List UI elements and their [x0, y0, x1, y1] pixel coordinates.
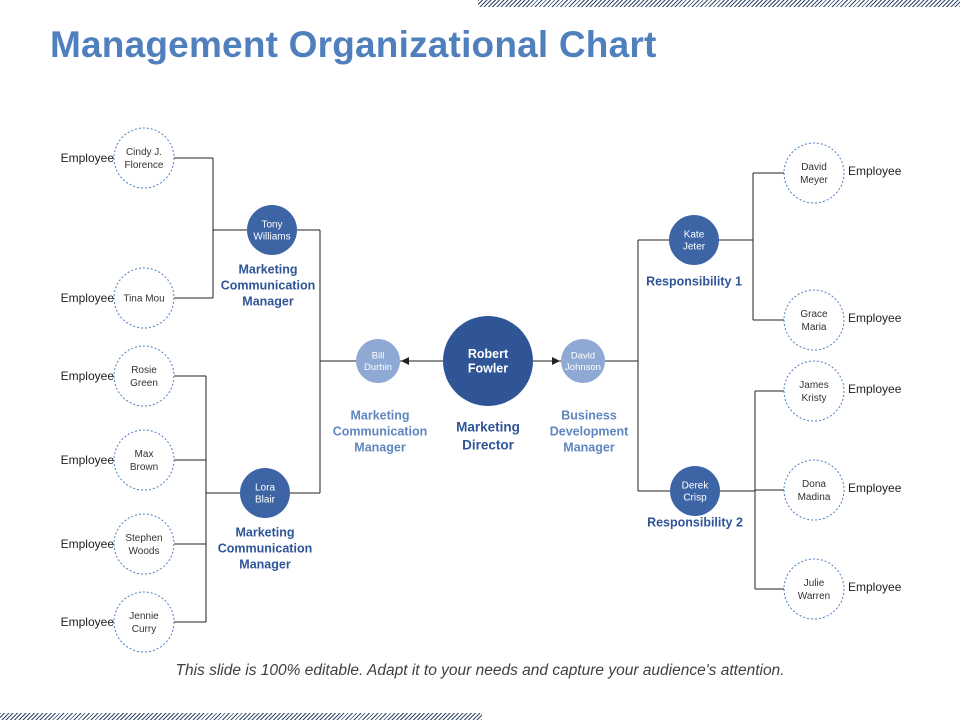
arrow-head: [401, 357, 409, 365]
employee-label: Employee: [848, 311, 902, 325]
second-level-node-circle: [561, 339, 605, 383]
arrow-head: [552, 357, 560, 365]
employee-circle: [783, 142, 845, 204]
second-level-node-circle: [356, 339, 400, 383]
employee-circle: [113, 591, 175, 653]
top-hatch-decoration: [478, 0, 960, 7]
employee-label: Employee: [848, 481, 902, 495]
employee-label: Employee: [848, 580, 902, 594]
employee-circle: [783, 289, 845, 351]
manager-node-circle: [247, 205, 297, 255]
footer-note: This slide is 100% editable. Adapt it to…: [175, 662, 785, 679]
employee-node: Cindy J.Florence: [113, 127, 175, 189]
bottom-hatch-decoration: [0, 713, 482, 720]
employee-node: Tina Mou: [113, 267, 175, 329]
employee-circle: [113, 429, 175, 491]
employee-label: Employee: [61, 615, 115, 629]
employee-label: Employee: [61, 537, 115, 551]
employee-circle: [113, 345, 175, 407]
manager-role: Responsibility 1: [646, 274, 742, 288]
employee-name: Tina Mou: [123, 294, 164, 305]
manager-role: Responsibility 2: [647, 515, 743, 529]
employee-label: Employee: [848, 164, 902, 178]
employee-label: Employee: [848, 382, 902, 396]
employee-label: Employee: [61, 453, 115, 467]
employee-circle: [783, 558, 845, 620]
employee-label: Employee: [61, 151, 115, 165]
employee-circle: [783, 360, 845, 422]
employee-circle: [783, 459, 845, 521]
manager-node-circle: [669, 215, 719, 265]
employee-circle: [113, 513, 175, 575]
employee-name: Cindy J.Florence: [125, 147, 164, 171]
employee-label: Employee: [61, 369, 115, 383]
manager-node-circle: [670, 466, 720, 516]
employee-circle: [113, 267, 175, 329]
director-node-circle: [443, 316, 533, 406]
employee-label: Employee: [61, 291, 115, 305]
employee-circle: [113, 127, 175, 189]
manager-node-circle: [240, 468, 290, 518]
page-title: Management Organizational Chart: [50, 24, 657, 65]
